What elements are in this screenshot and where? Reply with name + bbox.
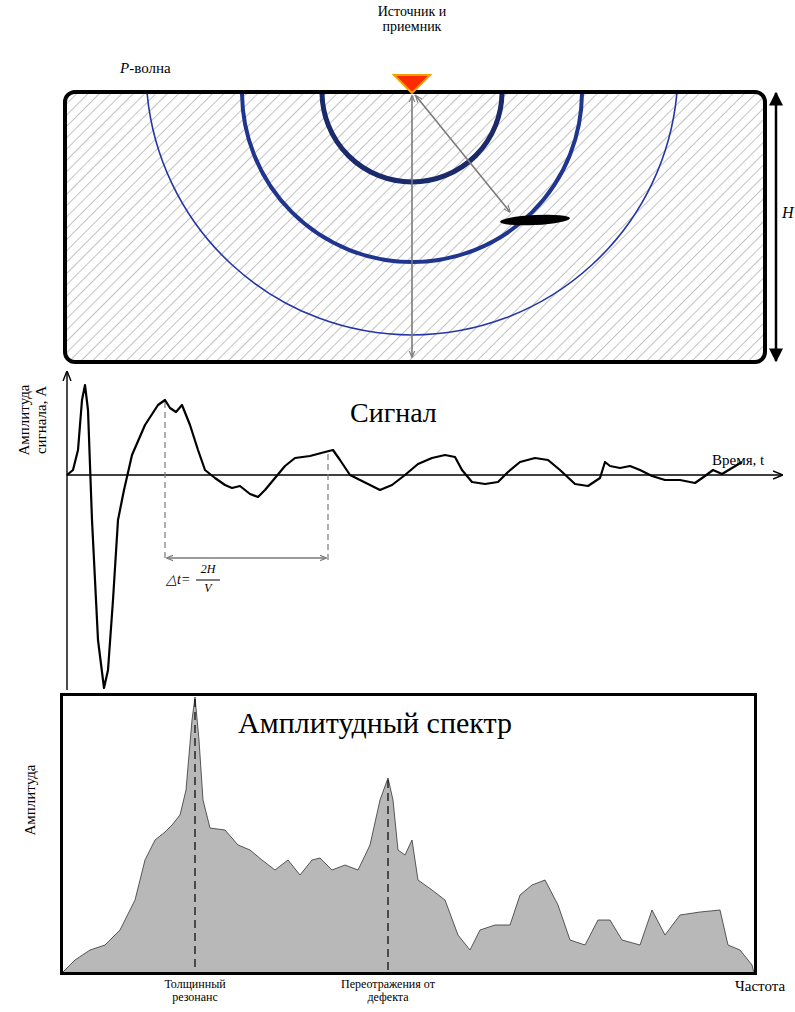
dashed-line: [164, 402, 165, 562]
axis: [66, 372, 67, 690]
axis-title: Амплитуда: [22, 740, 39, 860]
box-title: Амплитудный спектр: [238, 706, 512, 740]
thickness-arrow: [775, 93, 778, 361]
ray-arrow: [416, 96, 510, 212]
peak-label: Толщинный резонанс: [153, 978, 237, 1004]
wave-label: P-волна: [120, 60, 171, 77]
fraction-bar: [196, 580, 220, 581]
dashed-line: [327, 454, 328, 562]
plot-title: Сигнал: [350, 398, 437, 429]
source-label: Источник и приемник: [366, 4, 458, 35]
delta-arrow: [167, 557, 326, 559]
formula: △t=: [166, 572, 190, 587]
concrete-body: [65, 92, 765, 362]
dashed-line: [387, 780, 388, 972]
spectrum-box: Амплитудный спектр: [60, 693, 757, 975]
formula: 2H: [193, 563, 223, 576]
formula: V: [193, 582, 223, 595]
axis: [67, 474, 782, 475]
thickness-label: H: [782, 204, 794, 222]
axis-title: Частота: [735, 978, 785, 995]
dashed-line: [194, 699, 195, 972]
source-receiver: [394, 75, 430, 93]
signal-trace: [67, 385, 742, 688]
spectrum-area: [62, 697, 754, 973]
body-outline: [65, 92, 765, 362]
peak-label: Переотражения от дефекта: [332, 978, 444, 1004]
defect: [500, 213, 570, 227]
axis-title: Амплитуда сигнала, A: [16, 360, 49, 480]
axis-title: Время, t: [712, 452, 764, 469]
ray-arrow: [411, 96, 413, 357]
